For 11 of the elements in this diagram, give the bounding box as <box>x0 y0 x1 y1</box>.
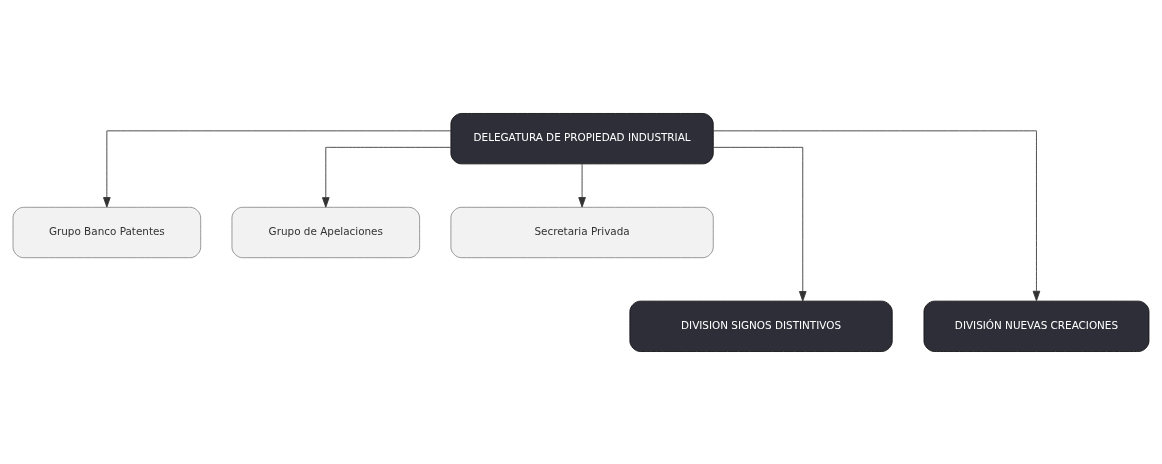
arrow <box>322 146 451 208</box>
node-box: DIVISION SIGNOS DISTINTIVOS <box>629 300 893 352</box>
arrow <box>712 146 807 301</box>
arrow <box>103 129 452 208</box>
node-box: Grupo Banco Patentes <box>12 206 202 258</box>
node-box: DIVISIÓN NUEVAS CREACIONES <box>923 300 1150 352</box>
arrow <box>713 129 1041 301</box>
node-box: DELEGATURA DE PROPIEDAD INDUSTRIAL <box>450 112 714 164</box>
node-box: Grupo de Apelaciones <box>231 206 421 258</box>
arrow <box>578 163 586 208</box>
node-box: Secretaria Privada <box>450 206 714 258</box>
